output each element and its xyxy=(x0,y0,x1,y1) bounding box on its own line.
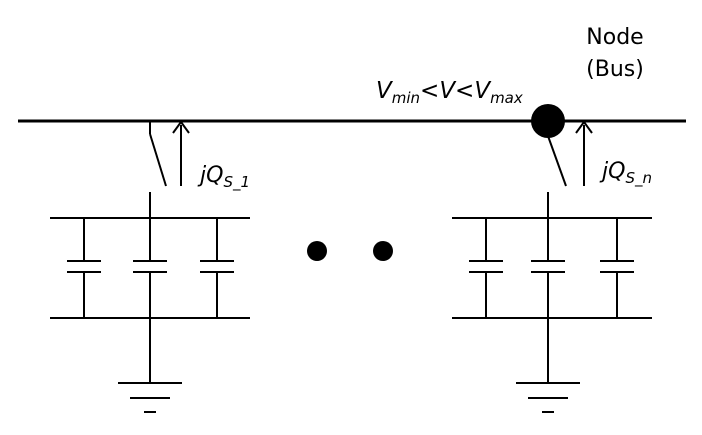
capacitor-bank-n: jQS_n xyxy=(452,120,652,413)
arrow-1-head xyxy=(172,120,190,134)
bank-n-capacitor-c xyxy=(600,218,634,318)
ground-n-icon xyxy=(516,318,580,413)
bank-1-capacitor-c xyxy=(200,218,234,318)
v-min-symbol: V xyxy=(376,78,394,104)
branch-1-label-sub: S_1 xyxy=(223,173,250,192)
switch-n-blade xyxy=(547,135,567,187)
ellipsis-dot-2 xyxy=(373,241,393,261)
branch-n-label-main: jQ xyxy=(599,159,625,184)
node-label-line1: Node xyxy=(586,25,643,50)
lt-symbol-2: < xyxy=(455,78,474,104)
ellipsis-dot-1 xyxy=(307,241,327,261)
node-label-line2: (Bus) xyxy=(586,57,644,82)
v-max-symbol: V xyxy=(474,78,492,104)
node-bus-dot xyxy=(531,104,565,138)
bank-n-capacitor-b xyxy=(531,218,565,318)
bank-n-capacitor-a xyxy=(469,218,503,318)
capacitor-bank-1: jQS_1 xyxy=(50,120,250,413)
branch-n-label: jQS_n xyxy=(599,159,652,188)
bank-1-capacitor-a xyxy=(67,218,101,318)
bank-1-capacitor-b xyxy=(133,218,167,318)
v-min-subscript: min xyxy=(392,89,420,107)
v-symbol: V xyxy=(439,78,457,104)
branch-n-label-sub: S_n xyxy=(625,169,652,188)
branch-1-label-main: jQ xyxy=(197,163,223,188)
v-max-subscript: max xyxy=(490,89,523,107)
ground-1-icon xyxy=(118,318,182,413)
voltage-constraint-label: Vmin<V<Vmax xyxy=(376,78,523,107)
arrow-n-head xyxy=(575,120,593,134)
switch-1-blade xyxy=(149,133,167,187)
branch-1-label: jQS_1 xyxy=(197,163,250,192)
lt-symbol-1: < xyxy=(420,78,439,104)
